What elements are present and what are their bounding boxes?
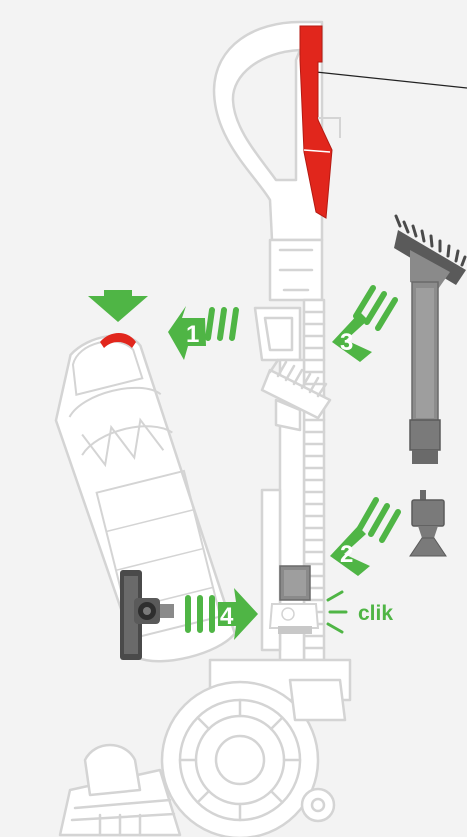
combination-tool [394, 216, 466, 464]
step-1-label: 1 [186, 321, 199, 348]
step-3-label: 3 [340, 329, 353, 356]
press-down-arrow-stem [104, 290, 132, 298]
step-2-indicator: 2 [330, 500, 398, 576]
rear-wheel-outline [302, 789, 334, 821]
step-2-label: 2 [340, 541, 353, 568]
click-sound-label: clik [358, 602, 393, 625]
step-3-indicator: 3 [332, 288, 395, 362]
stair-tool [410, 490, 446, 556]
click-sound-lines [328, 592, 346, 632]
stair-tool-body [412, 500, 444, 526]
press-down-arrow [88, 296, 148, 322]
callout-line [316, 72, 467, 88]
step-4-label: 4 [220, 603, 234, 630]
step-1-indicator: 1 [168, 306, 236, 360]
